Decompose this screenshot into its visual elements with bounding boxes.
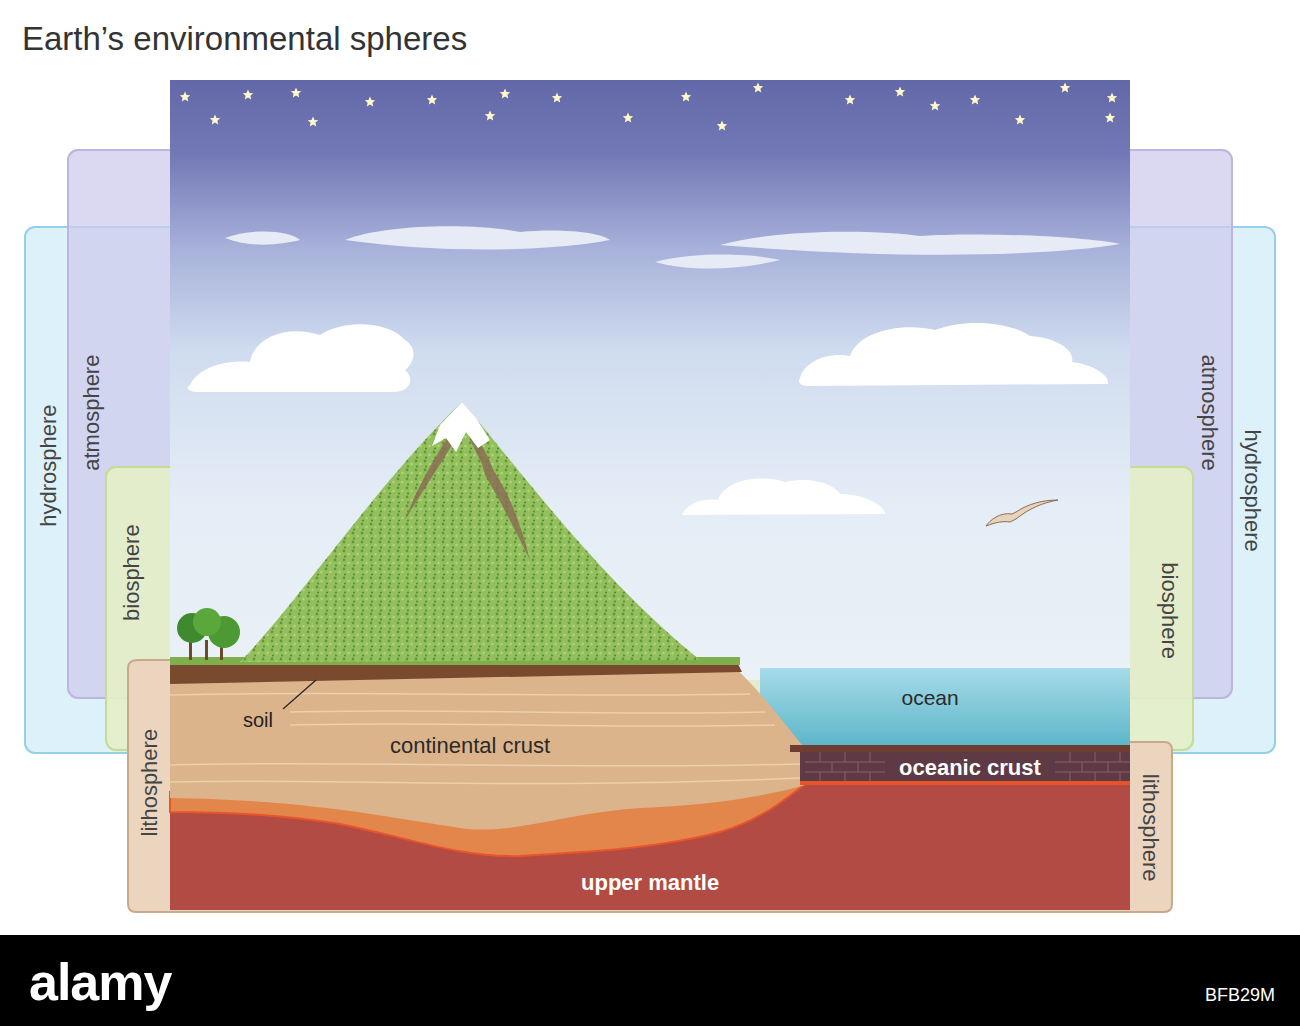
ocean-water: [760, 668, 1130, 748]
star: [210, 115, 220, 125]
star: [291, 88, 301, 98]
atmosphere-band: atmosphere atmosphere: [68, 150, 1232, 698]
star: [427, 95, 437, 105]
star: [365, 97, 375, 107]
sphere-label: biosphere: [118, 524, 143, 621]
ocean-floor: [790, 745, 1130, 752]
star: [895, 87, 905, 97]
star: [1015, 115, 1025, 125]
star: [180, 92, 190, 102]
sphere-label: atmosphere: [1196, 354, 1221, 470]
star: [500, 89, 510, 99]
biosphere-band: biosphere biosphere: [106, 467, 1193, 750]
star: [1105, 113, 1115, 123]
crust-strata: [170, 693, 800, 783]
stars: [180, 83, 1117, 131]
soil-label: soil: [243, 709, 273, 732]
star: [717, 121, 727, 131]
star: [681, 92, 691, 102]
star: [243, 90, 253, 100]
star: [930, 101, 940, 111]
star: [753, 83, 763, 93]
diagram-title: Earth’s environmental spheres: [22, 20, 467, 58]
mountain: [240, 402, 700, 662]
crust-mantle-boundary: [800, 781, 1130, 785]
clouds: [188, 226, 1120, 515]
star: [970, 95, 980, 105]
sphere-label: lithosphere: [1138, 773, 1163, 881]
star: [623, 113, 633, 123]
lithosphere-panel: [128, 660, 1172, 912]
star: [1060, 83, 1070, 93]
continental-crust-region: [170, 668, 805, 830]
image-id: BFB29M: [1205, 985, 1275, 1006]
oceanic-crust-bricks: [805, 752, 1130, 782]
oceanic-crust-label: oceanic crust: [899, 755, 1041, 780]
sphere-label: atmosphere: [79, 354, 104, 470]
watermark-logo: alamy: [29, 953, 171, 1013]
continental-crust-label: continental crust: [390, 733, 550, 758]
hydrosphere-band: hydrosphere hydrosphere: [25, 227, 1275, 753]
pterosaur: [986, 500, 1058, 526]
star: [308, 117, 318, 127]
trees: [177, 608, 240, 660]
oceanic-crust-region: [800, 752, 1130, 782]
star: [552, 93, 562, 103]
ocean-label: ocean: [902, 686, 959, 710]
sphere-label: biosphere: [1156, 562, 1181, 659]
sky: [170, 80, 1130, 680]
footer-bar: [0, 935, 1300, 1026]
star: [485, 111, 495, 121]
star: [1107, 93, 1117, 103]
sphere-label: hydrosphere: [1240, 429, 1265, 551]
soil-leader: [283, 680, 316, 709]
soil-layer: [170, 664, 742, 684]
upper-mantle-label: upper mantle: [581, 870, 719, 895]
star: [845, 95, 855, 105]
snow-cap: [432, 402, 490, 452]
mountain-vegetation: [240, 402, 700, 662]
sphere-label: lithosphere: [137, 728, 162, 836]
mountain-rock: [405, 420, 530, 560]
sphere-label: hydrosphere: [36, 404, 61, 526]
